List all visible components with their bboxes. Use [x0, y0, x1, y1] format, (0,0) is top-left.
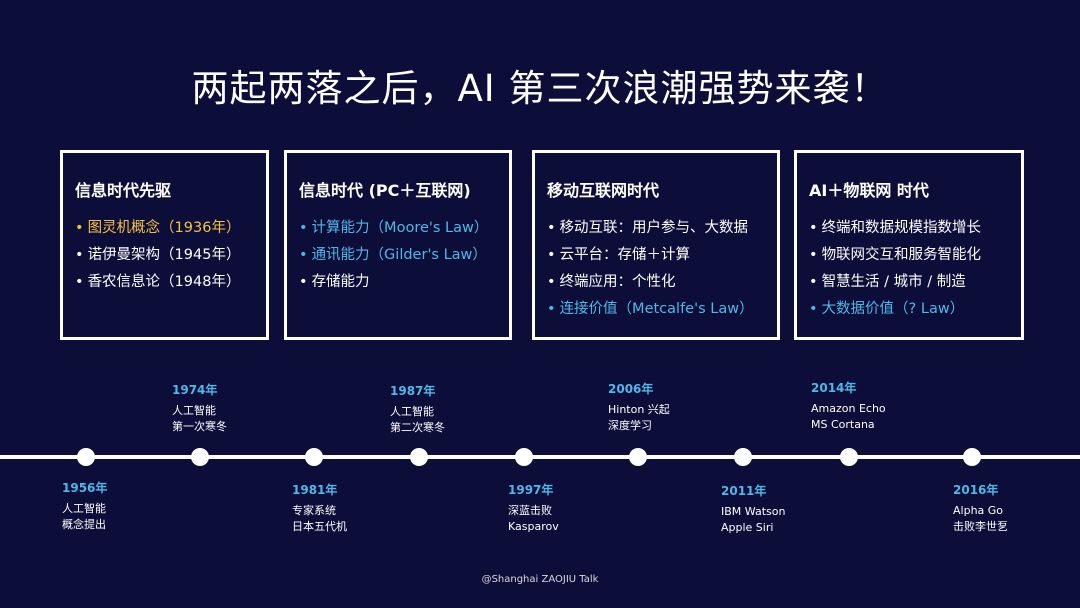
event-year: 2011年 — [721, 484, 767, 498]
list-item: •移动互联：用户参与、大数据 — [547, 220, 749, 236]
timeline-event: 1981年 专家系统 日本五代机 — [292, 482, 347, 535]
list-item: •终端应用：个性化 — [547, 274, 676, 290]
list-item: •终端和数据规模指数增长 — [809, 220, 982, 236]
list-item: •智慧生活 / 城市 / 制造 — [809, 274, 966, 290]
list-item: •物联网交互和服务智能化 — [809, 247, 982, 263]
era-box-title: 移动互联网时代 — [547, 181, 660, 200]
timeline-node — [191, 448, 209, 466]
era-box-list: •移动互联：用户参与、大数据 •云平台：存储＋计算 •终端应用：个性化 •连接价… — [547, 215, 777, 323]
list-item: •香农信息论（1948年） — [75, 274, 241, 290]
era-box-pc-internet: 信息时代 (PC＋互联网) •计算能力（Moore's Law） •通讯能力（G… — [284, 150, 512, 340]
event-line: 第二次寒冬 — [390, 421, 445, 434]
era-box-title: 信息时代 (PC＋互联网) — [299, 181, 471, 200]
event-line: Kasparov — [508, 520, 559, 533]
era-box-ai-iot: AI＋物联网 时代 •终端和数据规模指数增长 •物联网交互和服务智能化 •智慧生… — [794, 150, 1024, 340]
event-line: 概念提出 — [62, 518, 106, 531]
era-box-pioneers: 信息时代先驱 •图灵机概念（1936年） •诺伊曼架构（1945年） •香农信息… — [60, 150, 269, 340]
event-line: Amazon Echo — [811, 402, 886, 415]
event-line: 深蓝击败 — [508, 504, 552, 517]
event-line: Hinton 兴起 — [608, 403, 670, 416]
event-year: 2006年 — [608, 382, 654, 396]
event-line: Alpha Go — [953, 504, 1004, 517]
list-item: •诺伊曼架构（1945年） — [75, 247, 241, 263]
timeline-event: 2014年 Amazon Echo MS Cortana — [811, 380, 886, 433]
event-line: 击败李世乭 — [953, 520, 1008, 533]
event-year: 1987年 — [390, 384, 436, 398]
timeline-event: 1974年 人工智能 第一次寒冬 — [172, 382, 227, 435]
timeline-event: 2006年 Hinton 兴起 深度学习 — [608, 381, 670, 434]
event-line: 人工智能 — [172, 404, 216, 417]
timeline-node — [305, 448, 323, 466]
event-line: 专家系统 — [292, 504, 336, 517]
era-box-list: •终端和数据规模指数增长 •物联网交互和服务智能化 •智慧生活 / 城市 / 制… — [809, 215, 1021, 323]
era-box-list: •计算能力（Moore's Law） •通讯能力（Gilder's Law） •… — [299, 215, 509, 296]
footer-credit: @Shanghai ZAOJIU Talk — [481, 574, 599, 585]
event-year: 1997年 — [508, 483, 554, 497]
era-box-title: 信息时代先驱 — [75, 181, 172, 200]
list-item: •连接价值（Metcalfe's Law） — [547, 301, 754, 317]
slide-title: 两起两落之后，AI 第三次浪潮强势来袭！ — [191, 67, 889, 110]
timeline-event: 1997年 深蓝击败 Kasparov — [508, 482, 559, 535]
timeline-node — [963, 448, 981, 466]
timeline-event: 2016年 Alpha Go 击败李世乭 — [953, 482, 1008, 535]
timeline-event: 1956年 人工智能 概念提出 — [62, 480, 107, 533]
timeline-node — [629, 448, 647, 466]
era-box-mobile: 移动互联网时代 •移动互联：用户参与、大数据 •云平台：存储＋计算 •终端应用：… — [532, 150, 780, 340]
event-year: 1981年 — [292, 483, 338, 497]
list-item: •计算能力（Moore's Law） — [299, 220, 489, 236]
event-line: 人工智能 — [62, 502, 106, 515]
timeline-node — [734, 448, 752, 466]
era-box-title: AI＋物联网 时代 — [809, 181, 929, 200]
timeline-node — [840, 448, 858, 466]
event-year: 1956年 — [62, 481, 108, 495]
timeline-node — [77, 448, 95, 466]
event-line: 深度学习 — [608, 419, 652, 432]
list-item: •存储能力 — [299, 274, 370, 290]
timeline-axis — [0, 455, 1080, 459]
timeline-event: 1987年 人工智能 第二次寒冬 — [390, 383, 445, 436]
timeline-event: 2011年 IBM Watson Apple Siri — [721, 483, 785, 536]
event-line: 日本五代机 — [292, 520, 347, 533]
list-item: •通讯能力（Gilder's Law） — [299, 247, 487, 263]
event-year: 2014年 — [811, 381, 857, 395]
timeline-node — [515, 448, 533, 466]
list-item: •云平台：存储＋计算 — [547, 247, 691, 263]
list-item: •图灵机概念（1936年） — [75, 220, 241, 236]
event-line: 人工智能 — [390, 405, 434, 418]
event-year: 2016年 — [953, 483, 999, 497]
era-box-list: •图灵机概念（1936年） •诺伊曼架构（1945年） •香农信息论（1948年… — [75, 215, 266, 296]
event-line: 第一次寒冬 — [172, 420, 227, 433]
list-item: •大数据价值（? Law） — [809, 301, 965, 317]
event-line: MS Cortana — [811, 418, 875, 431]
event-line: IBM Watson — [721, 505, 786, 518]
event-line: Apple Siri — [721, 521, 774, 534]
timeline-node — [410, 448, 428, 466]
event-year: 1974年 — [172, 383, 218, 397]
